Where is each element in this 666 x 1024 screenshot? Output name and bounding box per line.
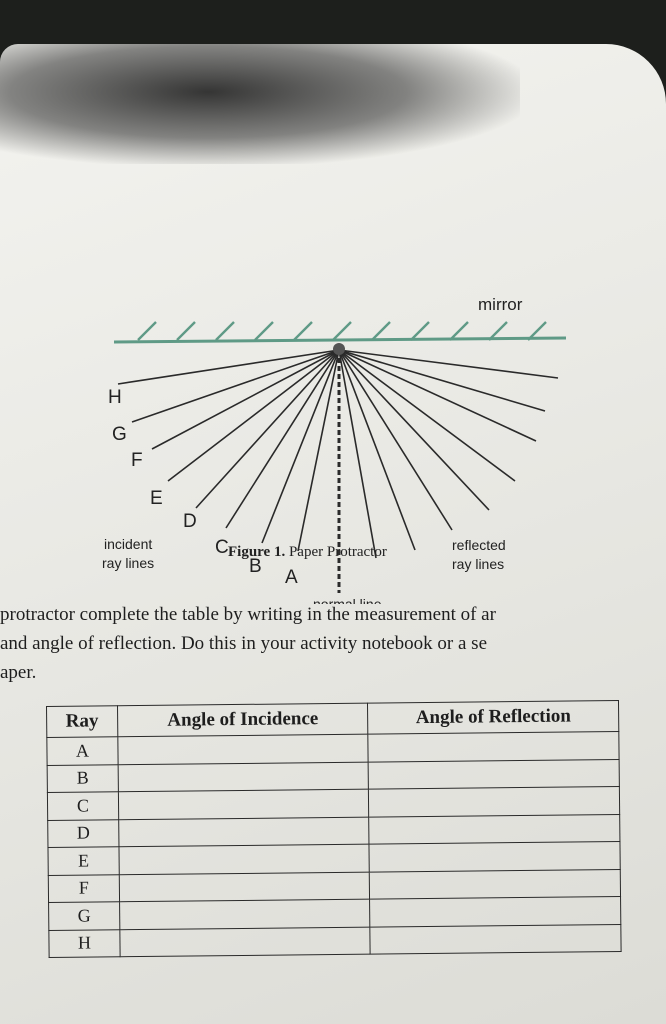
instructions-line-3: aper. <box>0 662 37 683</box>
mirror-hatch <box>293 321 313 341</box>
header-angle-of-incidence: Angle of Incidence <box>117 703 369 737</box>
reflected-ray-line <box>338 349 537 442</box>
origin-point <box>333 343 345 355</box>
reflected-ray-line <box>338 349 416 551</box>
ray-letter-h: H <box>108 387 122 408</box>
header-ray: Ray <box>46 705 118 738</box>
ray-lines <box>117 349 559 559</box>
incident-ray-line <box>261 349 340 544</box>
reflection-cell[interactable] <box>369 896 621 927</box>
incidence-cell[interactable] <box>118 789 370 820</box>
reflection-cell[interactable] <box>368 786 620 817</box>
incident-ray-line <box>167 349 340 482</box>
reflection-cell[interactable] <box>369 868 621 900</box>
ray-cell: A <box>46 736 119 765</box>
mirror-hatch <box>137 321 157 341</box>
reflected-ray-line <box>338 349 377 559</box>
figure-caption: Figure 1. Paper Protractor <box>228 544 387 561</box>
incidence-cell[interactable] <box>118 816 370 847</box>
reflected-ray-line <box>338 349 490 511</box>
mirror-hatch <box>410 321 430 341</box>
ray-cell: C <box>47 791 119 820</box>
ray-letter-c: C <box>215 537 229 558</box>
incident-label-line1: incident <box>104 536 152 552</box>
reflected-ray-line <box>338 349 546 412</box>
incident-ray-line <box>131 349 340 423</box>
reflection-cell[interactable] <box>368 731 620 762</box>
reflected-label-line1: reflected <box>452 537 506 553</box>
reflection-cell[interactable] <box>369 841 621 872</box>
instructions-paragraph: protractor complete the table by writing… <box>0 600 666 687</box>
incident-label-line2: ray lines <box>102 555 154 571</box>
ray-cell: D <box>47 819 119 848</box>
reflection-cell[interactable] <box>370 923 622 955</box>
reflected-ray-line <box>338 349 516 482</box>
reflected-ray-line <box>338 349 453 531</box>
mirror-hatches <box>137 321 547 341</box>
ray-letter-a: A <box>285 567 298 588</box>
mirror-hatch <box>215 321 235 341</box>
ray-cell: F <box>48 874 120 903</box>
paper-protractor-figure: mirror incident ray lines reflected ray … <box>102 295 567 604</box>
incidence-cell[interactable] <box>119 871 370 902</box>
incidence-cell[interactable] <box>118 844 370 875</box>
header-angle-of-reflection: Angle of Reflection <box>367 700 619 735</box>
reflection-cell[interactable] <box>368 759 620 790</box>
instructions-line-1: protractor complete the table by writing… <box>0 604 496 625</box>
ray-letter-d: D <box>183 511 197 532</box>
ray-letter-e: E <box>150 488 163 509</box>
ray-letter-f: F <box>131 450 143 471</box>
incident-ray-line <box>151 349 340 450</box>
angle-measurement-table: Ray Angle of Incidence Angle of Reflecti… <box>46 700 622 958</box>
ray-cell: B <box>47 764 119 793</box>
incident-ray-line <box>297 349 340 552</box>
mirror-hatch <box>488 321 508 341</box>
ray-cell: H <box>48 929 121 958</box>
incident-ray-line <box>195 349 340 509</box>
mirror-hatch <box>254 321 274 341</box>
ray-cell: E <box>47 846 120 875</box>
mirror-hatch <box>332 321 352 341</box>
reflected-label-line2: ray lines <box>452 556 504 572</box>
reflected-ray-line <box>338 349 559 379</box>
instructions-line-2: and angle of reflection. Do this in your… <box>0 633 488 654</box>
figure-caption-text: Paper Protractor <box>288 544 387 560</box>
incident-ray-line <box>225 349 340 529</box>
mirror-hatch <box>449 321 469 341</box>
incidence-cell[interactable] <box>117 734 369 765</box>
mirror-line <box>113 336 567 344</box>
textbook-page: mirror incident ray lines reflected ray … <box>0 44 666 1024</box>
mirror-hatch <box>371 321 391 341</box>
reflection-cell[interactable] <box>369 813 620 845</box>
figure-caption-number: Figure 1. <box>228 544 286 560</box>
ray-letter-g: G <box>112 424 127 445</box>
mirror-hatch <box>176 321 196 341</box>
incidence-cell[interactable] <box>119 899 371 930</box>
incident-ray-line <box>117 349 340 385</box>
mirror-hatch <box>527 321 547 341</box>
ray-cell: G <box>48 901 120 930</box>
normal-line-label: normal line <box>313 596 382 604</box>
incidence-cell[interactable] <box>119 926 371 957</box>
ray-letter-b: B <box>249 556 262 577</box>
incidence-cell[interactable] <box>118 761 369 792</box>
table-row: H <box>48 923 622 958</box>
mirror-label: mirror <box>478 295 523 314</box>
